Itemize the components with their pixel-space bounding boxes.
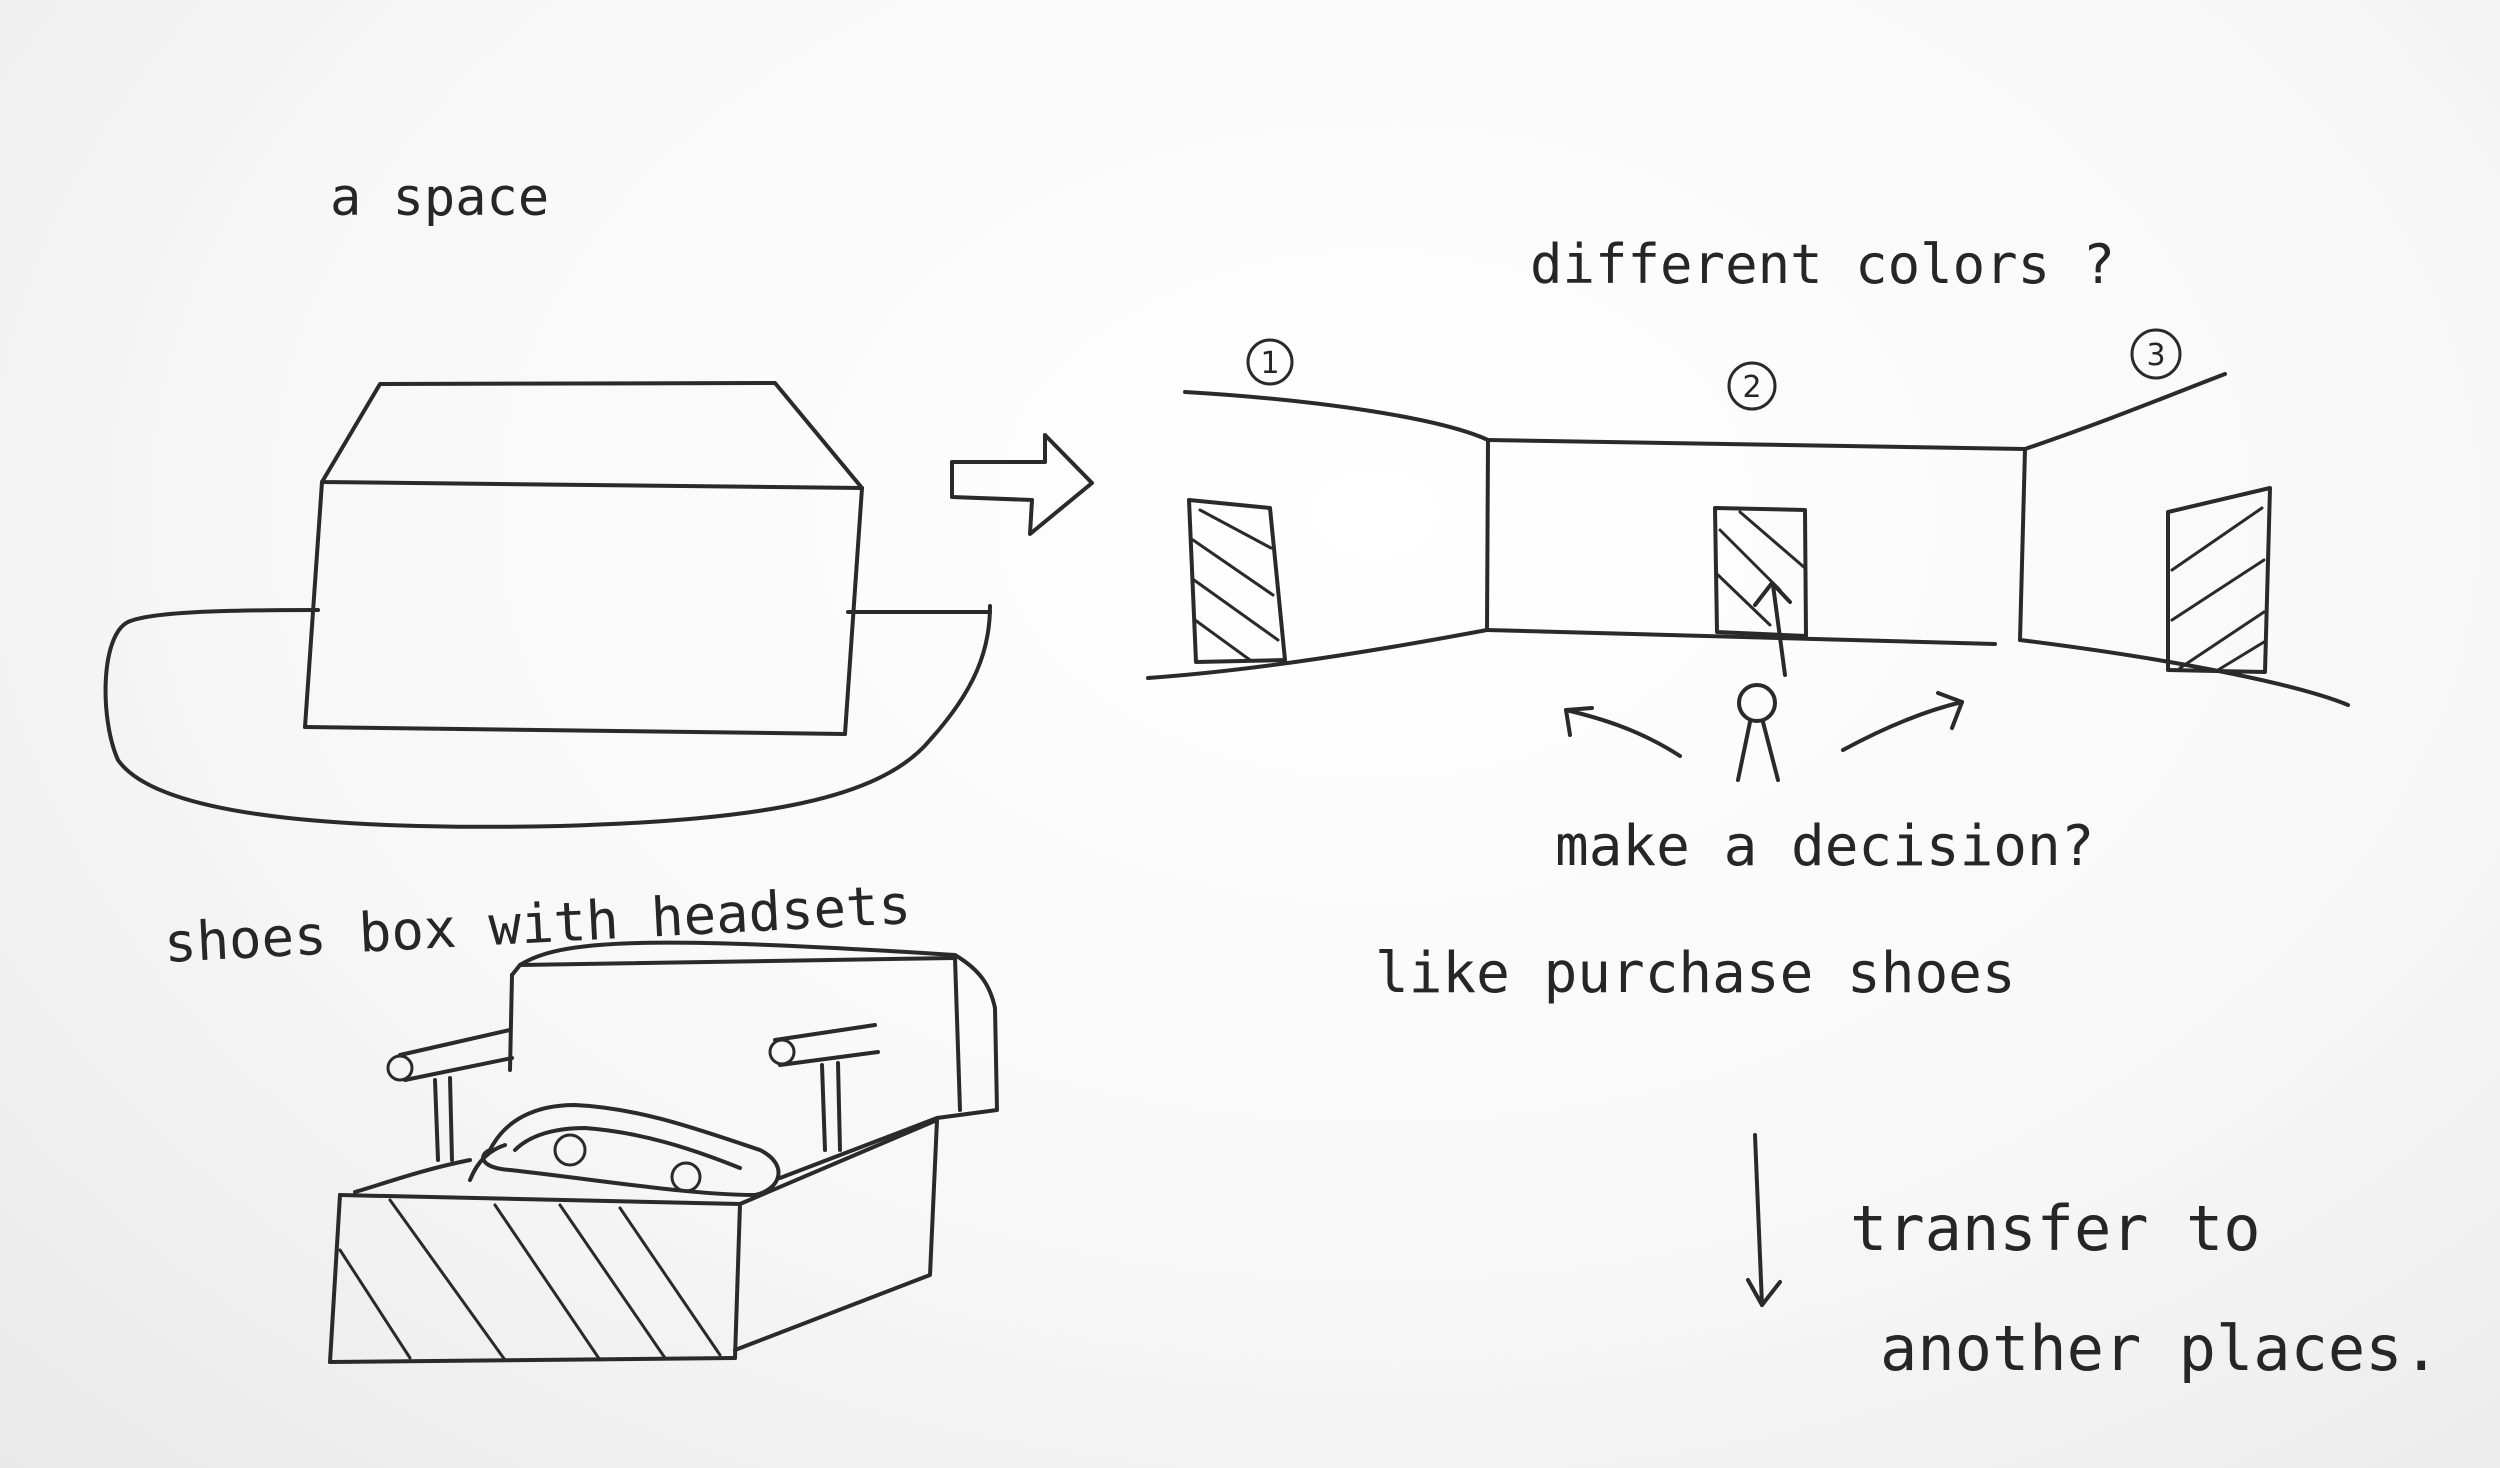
room-panorama: 1 2 3: [1146, 328, 2350, 782]
room-number-2: 2: [1727, 361, 1777, 411]
label-transfer-to: transfer to: [1850, 1192, 2261, 1265]
decision-arrows: [1564, 581, 1964, 758]
svg-text:2: 2: [1742, 370, 1761, 405]
svg-text:3: 3: [2146, 338, 2165, 373]
door-2: [1713, 506, 1808, 638]
room-number-1: 1: [1246, 338, 1294, 386]
label-a-space: a space: [330, 168, 549, 228]
down-arrow-icon: [1746, 1133, 1782, 1307]
label-another-places: another places.: [1880, 1312, 2440, 1385]
label-make-decision: make a decision?: [1555, 814, 2094, 879]
label-like-purchase: like purchase shoes: [1375, 941, 2016, 1006]
label-different-colors: different colors ?: [1530, 233, 2115, 296]
right-arrow-icon: [950, 433, 1094, 536]
svg-text:1: 1: [1260, 346, 1279, 381]
space-box-sketch: [103, 381, 992, 829]
door-1: [1187, 498, 1287, 664]
shoebox-sketch: [328, 940, 999, 1364]
door-3: [2166, 486, 2272, 674]
room-number-3: 3: [2130, 328, 2182, 380]
person-figure: [1736, 683, 1780, 782]
